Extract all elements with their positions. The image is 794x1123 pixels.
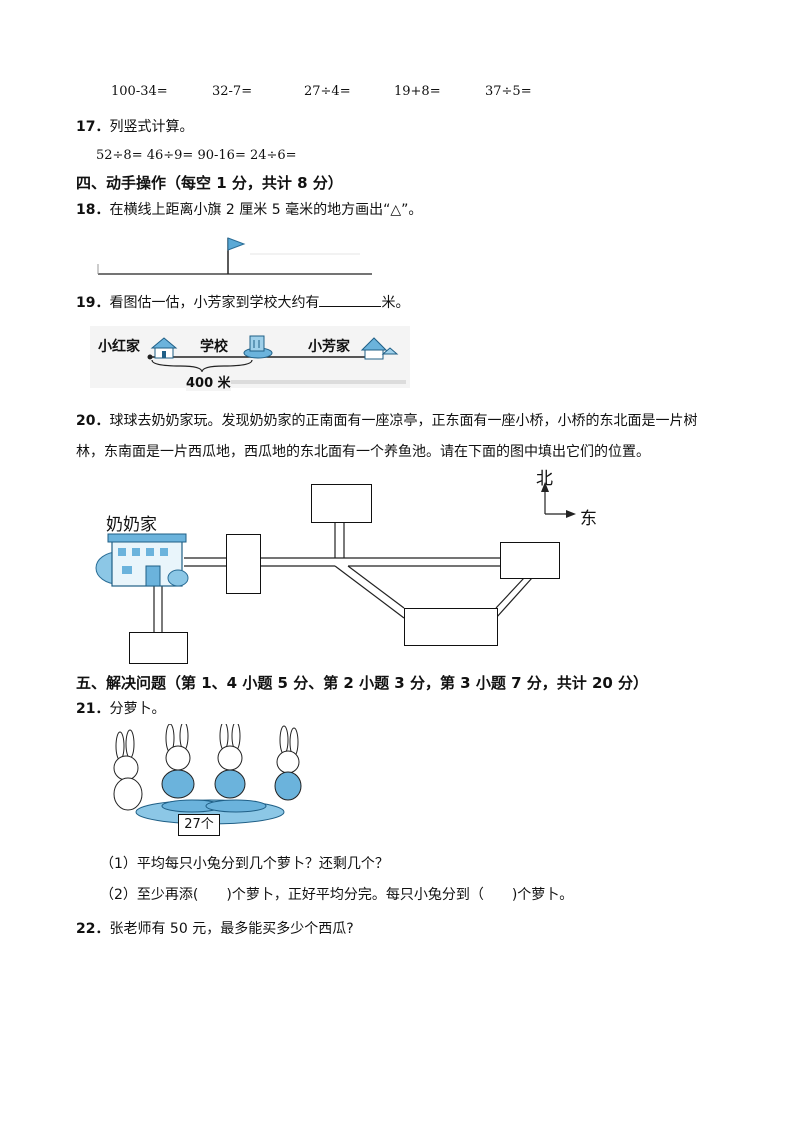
label-xiaohong: 小红家 xyxy=(98,339,140,355)
calc-item: 27÷4= xyxy=(304,84,351,99)
calc-item: 19+8= xyxy=(394,84,441,99)
question-22: 22．张老师有 50 元，最多能买多少个西瓜? xyxy=(76,918,354,938)
question-20: 20．球球去奶奶家玩。发现奶奶家的正南面有一座凉亭，正东面有一座小桥，小桥的东北… xyxy=(76,406,736,468)
school-icon xyxy=(243,335,273,359)
question-18: 18．在横线上距离小旗 2 厘米 5 毫米的地方画出“△”。 xyxy=(76,199,422,219)
label-school: 学校 xyxy=(200,339,228,355)
rabbits-illustration xyxy=(113,724,302,825)
question-text-line2: 林，东南面是一片西瓜地，西瓜地的东北面有一个养鱼池。请在下面的图中填出它们的位置… xyxy=(76,444,650,460)
compass xyxy=(541,482,576,518)
question-text-line1: 球球去奶奶家玩。发现奶奶家的正南面有一座凉亭，正东面有一座小桥，小桥的东北面是一… xyxy=(109,413,698,429)
rabbits-carrots-figure: 27个 xyxy=(100,724,310,842)
question-text: 在横线上距离小旗 2 厘米 5 毫米的地方画出“△”。 xyxy=(109,202,423,218)
question-text: 列竖式计算。 xyxy=(109,119,194,135)
question-number: 18． xyxy=(76,202,110,218)
label-distance: 400 米 xyxy=(186,372,231,391)
question-number: 19． xyxy=(76,295,110,311)
q21-subquestion-2: （2）至少再添( )个萝卜，正好平均分完。每只小兔分到（ )个萝卜。 xyxy=(100,887,574,903)
question-number: 21． xyxy=(76,701,110,717)
question-number: 17． xyxy=(76,119,110,135)
grandma-house-label: 奶奶家 xyxy=(106,515,157,535)
pavilion-answer-box[interactable] xyxy=(129,632,188,664)
flag-icon xyxy=(227,237,246,251)
direction-map: 奶奶家 北 东 xyxy=(0,462,794,664)
question-17: 17．列竖式计算。 xyxy=(76,116,193,136)
east-label: 东 xyxy=(580,509,597,529)
north-label: 北 xyxy=(536,469,553,489)
watermelon-answer-box[interactable] xyxy=(404,608,498,646)
calc-item: 100-34= xyxy=(111,84,168,99)
question-19: 19．看图估一估，小芳家到学校大约有 米。 xyxy=(76,292,409,312)
grandma-house-icon xyxy=(95,533,189,587)
fishpond-answer-box[interactable] xyxy=(500,542,560,579)
question-21: 21．分萝卜。 xyxy=(76,698,165,718)
section-heading: 四、动手操作（每空 1 分，共计 8 分） xyxy=(76,174,343,192)
carrot-pile xyxy=(135,799,285,825)
question-text: 看图估一估，小芳家到学校大约有 xyxy=(109,295,320,311)
distance-graphics xyxy=(90,326,410,388)
point-dot xyxy=(147,354,153,360)
q17-items: 52÷8= 46÷9= 90-16= 24÷6= xyxy=(96,148,297,163)
rabbit-icon xyxy=(274,725,302,801)
calc-item: 32-7= xyxy=(212,84,253,99)
carrot-count-label: 27个 xyxy=(178,814,220,836)
flag-line-figure xyxy=(97,237,372,275)
label-xiaofang: 小芳家 xyxy=(308,339,350,355)
house-icon xyxy=(150,337,178,359)
question-text-end: 米。 xyxy=(381,295,410,311)
distance-figure: 小红家 学校 小芳家 400 米 xyxy=(90,326,410,391)
question-number: 22． xyxy=(76,921,110,937)
answer-blank[interactable] xyxy=(319,293,382,307)
calc-item: 37÷5= xyxy=(485,84,532,99)
section-heading: 五、解决问题（第 1、4 小题 5 分、第 2 小题 3 分，第 3 小题 7 … xyxy=(76,674,649,692)
road-network xyxy=(95,482,576,632)
forest-answer-box[interactable] xyxy=(311,484,372,523)
rabbit-icon xyxy=(113,729,143,811)
q21-subquestion-1: （1）平均每只小兔分到几个萝卜？还剩几个？ xyxy=(100,856,389,872)
bridge-answer-box[interactable] xyxy=(226,534,261,594)
question-number: 20． xyxy=(76,413,110,429)
house-icon xyxy=(360,337,399,360)
question-text: 分萝卜。 xyxy=(109,701,166,717)
question-text: 张老师有 50 元，最多能买多少个西瓜? xyxy=(109,921,354,937)
rabbit-icon xyxy=(161,724,195,799)
rabbit-icon xyxy=(214,724,246,799)
